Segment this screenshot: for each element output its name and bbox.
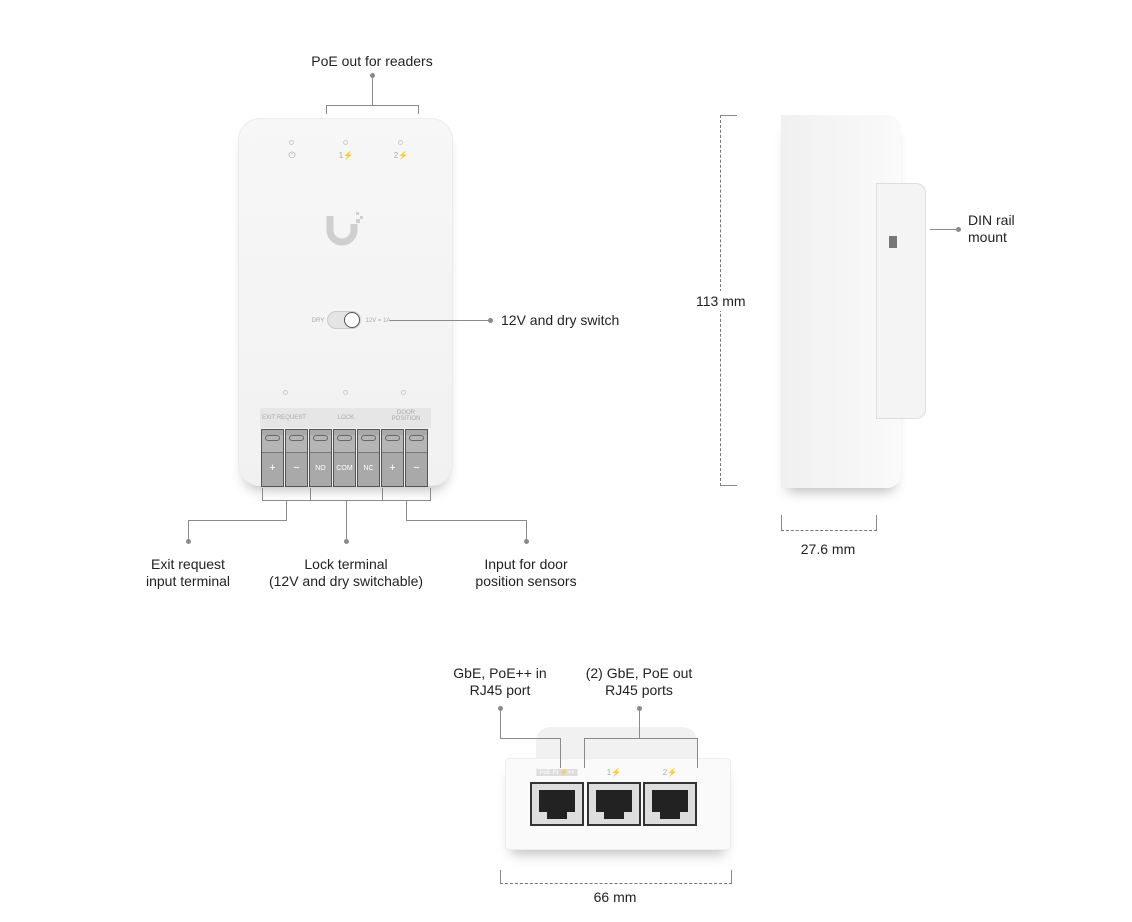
terminal[interactable]: + (261, 429, 284, 487)
terminal[interactable]: NO (309, 429, 332, 487)
port1-label: 1⚡ (606, 768, 622, 777)
callout-line (584, 738, 698, 739)
switch-12v-label: 12V = 1A (365, 318, 391, 324)
terminal[interactable]: NC (357, 429, 380, 487)
din-rail-mount (876, 183, 926, 419)
callout-line (406, 500, 407, 520)
exit-request-callout: Exit request input terminal (145, 556, 231, 589)
callout-line (500, 870, 501, 884)
callout-line (560, 738, 561, 768)
callout-line (262, 488, 263, 500)
terminal[interactable]: + (381, 429, 404, 487)
callout-line (188, 520, 189, 540)
callout-dot (344, 539, 349, 544)
width-dimension (500, 883, 732, 884)
poe-in-callout: GbE, PoE++ in RJ45 port (453, 665, 547, 698)
switch-callout: 12V and dry switch (501, 312, 620, 328)
depth-dimension (781, 530, 877, 531)
width-label: 66 mm (585, 889, 645, 906)
power-icon: ⏻ (288, 150, 296, 160)
callout-line (876, 515, 877, 530)
led (289, 140, 294, 145)
callout-line (326, 105, 419, 106)
group-exit-label: EXIT REQUEST (262, 415, 306, 421)
lock-terminal-callout: Lock terminal (12V and dry switchable) (268, 556, 424, 589)
dry-12v-switch[interactable] (327, 311, 361, 329)
callout-line (418, 105, 419, 114)
height-label: 113 mm (696, 291, 746, 311)
callout-dot (488, 318, 493, 323)
led (283, 390, 288, 395)
callout-line (372, 75, 373, 105)
callout-line (639, 708, 640, 738)
switch-dry-label: DRY (311, 318, 325, 324)
door-sensor-callout: Input for door position sensors (475, 556, 577, 589)
led (343, 390, 348, 395)
callout-line (188, 520, 287, 521)
terminal-header: EXIT REQUEST LOCK DOOR POSITION (260, 408, 431, 428)
rj45-port-2[interactable] (643, 782, 697, 826)
callout-line (731, 870, 732, 884)
terminal[interactable]: − (285, 429, 308, 487)
callout-line (430, 488, 431, 500)
ubiquiti-logo-icon (326, 212, 363, 246)
callout-line (526, 520, 527, 540)
callout-line (781, 515, 782, 530)
callout-line (390, 320, 490, 321)
group-lock-label: LOCK (337, 415, 355, 421)
callout-line (500, 738, 561, 739)
callout-line (720, 115, 737, 116)
din-rail-callout: DIN rail mount (968, 212, 1015, 245)
callout-line (930, 229, 958, 230)
callout-line (720, 485, 737, 486)
callout-dot (186, 539, 191, 544)
poe-in-port-label: PoE IN ⚡++ (536, 769, 578, 776)
rj45-poe-in-port[interactable] (530, 782, 584, 826)
callout-dot (956, 227, 961, 232)
port2-label: 2⚡ (662, 768, 678, 777)
led (401, 390, 406, 395)
port1-icon: 1⚡ (338, 151, 354, 160)
led (343, 140, 348, 145)
depth-label: 27.6 mm (800, 541, 856, 557)
callout-dot (524, 539, 529, 544)
callout-line (286, 500, 287, 520)
terminal[interactable]: COM (333, 429, 356, 487)
callout-line (584, 738, 585, 768)
callout-line (346, 500, 347, 540)
group-door-label: DOOR POSITION (391, 410, 421, 422)
port2-icon: 2⚡ (393, 151, 409, 160)
callout-line (500, 708, 501, 738)
led (398, 140, 403, 145)
callout-line (697, 738, 698, 768)
callout-line (382, 488, 383, 500)
terminal[interactable]: − (405, 429, 428, 487)
poe-out-ports-callout: (2) GbE, PoE out RJ45 ports (585, 665, 693, 698)
callout-line (406, 520, 527, 521)
callout-line (310, 488, 311, 500)
poe-out-callout: PoE out for readers (311, 53, 433, 69)
rj45-port-1[interactable] (587, 782, 641, 826)
callout-line (326, 105, 327, 114)
